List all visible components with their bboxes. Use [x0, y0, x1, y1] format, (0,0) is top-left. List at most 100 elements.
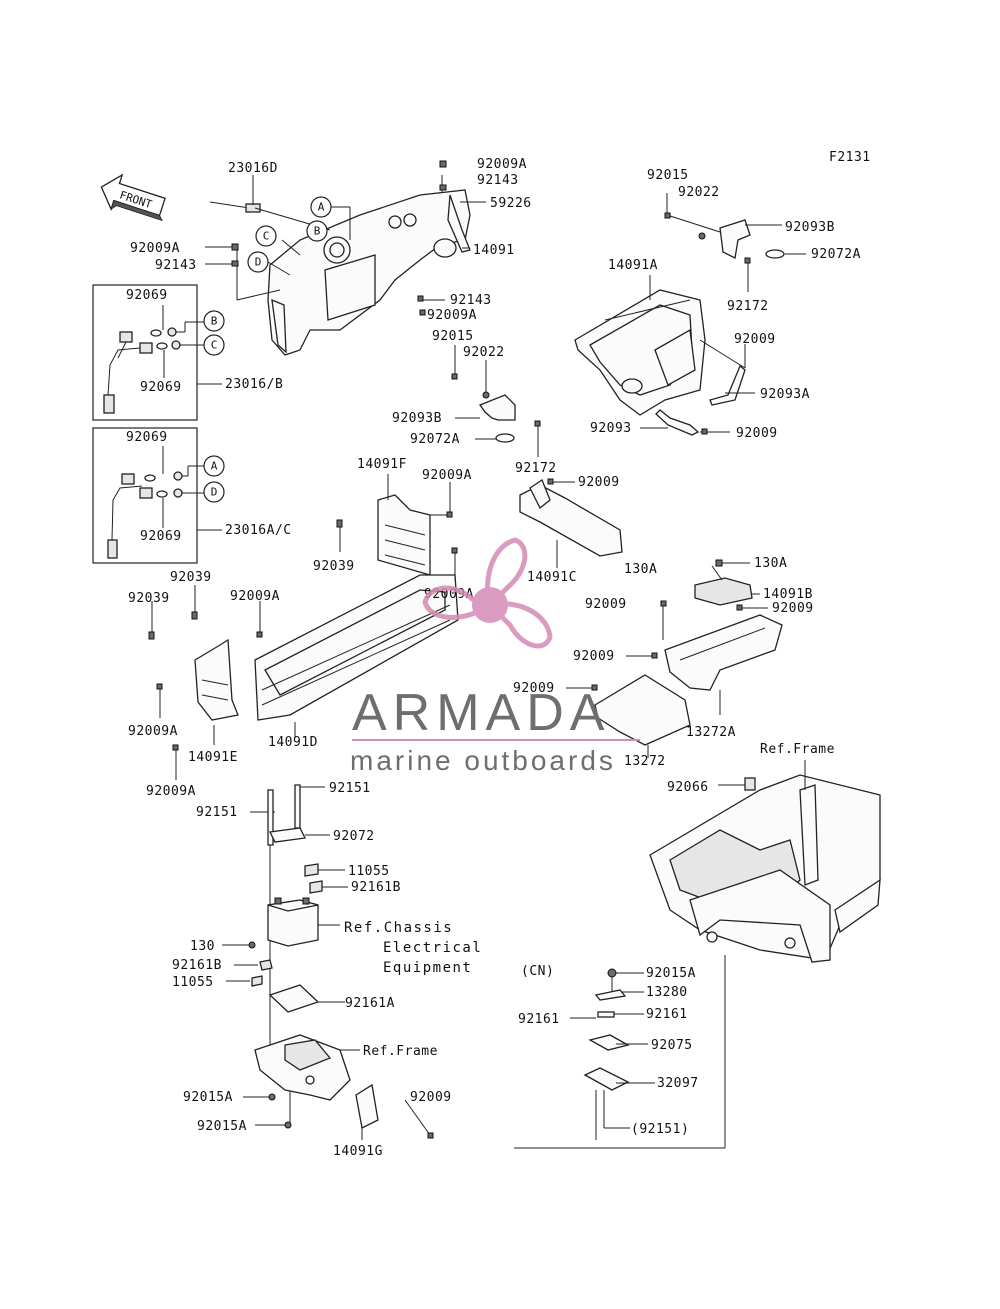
tray-14091A — [574, 289, 706, 416]
label-electrical: Electrical — [383, 940, 482, 956]
label-92009A: 92009A — [427, 308, 477, 323]
label-92161B: 92161B — [172, 958, 222, 973]
nut-icon — [268, 1093, 276, 1101]
label-59226: 59226 — [490, 196, 532, 211]
pad-92161A — [268, 984, 320, 1013]
label-92015A: 92015A — [183, 1090, 233, 1105]
bolt-icon — [156, 683, 163, 690]
bolt-icon — [248, 941, 256, 949]
svg-text:D: D — [211, 486, 218, 499]
label-92143: 92143 — [155, 258, 197, 273]
washer-icon — [482, 391, 490, 399]
bolt-icon — [744, 257, 751, 264]
label-92069: 92069 — [126, 288, 168, 303]
battery — [267, 897, 319, 947]
clamp-92072A-r — [765, 249, 785, 259]
callout-D-dash: D — [247, 251, 269, 273]
label-92009: 92009 — [734, 332, 776, 347]
label-14091A: 14091A — [608, 258, 658, 273]
svg-text:A: A — [318, 201, 325, 214]
label-92151: (92151) — [631, 1122, 689, 1137]
label-32097: 32097 — [657, 1076, 699, 1091]
label-14091C: 14091C — [527, 570, 577, 585]
label-92009: 92009 — [736, 426, 778, 441]
label-92069: 92069 — [126, 430, 168, 445]
label-13272A: 13272A — [686, 725, 736, 740]
plate-14091B — [694, 577, 753, 606]
bolt-icon — [446, 511, 453, 518]
label-92015: 92015 — [647, 168, 689, 183]
screw-icon — [148, 631, 155, 640]
label-92009: 92009 — [410, 1090, 452, 1105]
bolt-icon — [547, 478, 554, 485]
bolt-icon — [172, 744, 179, 751]
frame-reference — [649, 774, 881, 963]
bolt-icon — [715, 559, 723, 567]
panel-14091D — [254, 574, 459, 721]
svg-text:D: D — [255, 256, 262, 269]
cable-23016B — [103, 305, 222, 414]
label-92009: 92009 — [573, 649, 615, 664]
bolt-icon — [427, 1132, 434, 1139]
label-92009A: 92009A — [146, 784, 196, 799]
label-14091: 14091 — [473, 243, 515, 258]
label-92093B: 92093B — [392, 411, 442, 426]
box-23016AC — [92, 427, 198, 564]
label-92009A: 92009A — [230, 589, 280, 604]
label-92009: 92009 — [585, 597, 627, 612]
washer-icon — [698, 232, 706, 240]
label-92039: 92039 — [170, 570, 212, 585]
label-92161: 92161 — [646, 1007, 688, 1022]
label-14091D: 14091D — [268, 735, 318, 750]
label-ref-frame: Ref.Frame — [363, 1044, 438, 1059]
label-14091E: 14091E — [188, 750, 238, 765]
callout-D-box: D — [203, 481, 225, 503]
grommet-14091 — [433, 238, 457, 258]
label-92022: 92022 — [678, 185, 720, 200]
label-92015: 92015 — [432, 329, 474, 344]
label-92009: 92009 — [772, 601, 814, 616]
cover-11055-2 — [251, 975, 263, 987]
clamp-92072A-c — [495, 433, 515, 443]
label-92009A: 92009A — [128, 724, 178, 739]
callout-C-dash: C — [255, 225, 277, 247]
panel-14091F — [377, 494, 431, 576]
label-23016AC: 23016A/C — [225, 523, 292, 538]
leader-lines-top — [205, 175, 486, 301]
callout-B-dash: B — [306, 220, 328, 242]
armada-logo-icon — [422, 537, 553, 649]
label-92143: 92143 — [477, 173, 519, 188]
bolt-icon — [256, 631, 263, 638]
label-92009: 92009 — [513, 681, 555, 696]
watermark-subtitle: marine outboards — [350, 745, 616, 776]
nut-icon — [439, 184, 447, 191]
label-92009: 92009 — [578, 475, 620, 490]
bolt-icon — [451, 547, 458, 554]
label-14091G: 14091G — [333, 1144, 383, 1159]
battery-tray — [254, 1034, 351, 1101]
bolt-icon — [664, 212, 671, 219]
bolt-icon — [660, 600, 667, 607]
label-92075: 92075 — [651, 1038, 693, 1053]
label-92022: 92022 — [463, 345, 505, 360]
label-92161B: 92161B — [351, 880, 401, 895]
bolt-icon — [451, 373, 458, 380]
leader-lines-top-right — [640, 193, 806, 433]
label-92072: 92072 — [333, 829, 375, 844]
svg-text:C: C — [263, 230, 270, 243]
leader-lines-mid — [151, 474, 575, 780]
label-equipment: Equipment — [383, 960, 472, 976]
label-92172: 92172 — [515, 461, 557, 476]
cn-parts — [570, 968, 655, 1140]
dash-panel-59226 — [267, 189, 471, 356]
screw-icon — [191, 611, 198, 620]
label-ref-frame: Ref.Frame — [760, 742, 835, 757]
bolt-icon — [439, 160, 447, 168]
label-130: 130 — [190, 939, 215, 954]
label-23016D: 23016D — [228, 161, 278, 176]
label-92072A: 92072A — [410, 432, 460, 447]
label-92161: 92161 — [518, 1012, 560, 1027]
nut-icon — [284, 1121, 292, 1129]
bolt-icon — [419, 309, 426, 316]
bolt-icon — [534, 420, 541, 427]
